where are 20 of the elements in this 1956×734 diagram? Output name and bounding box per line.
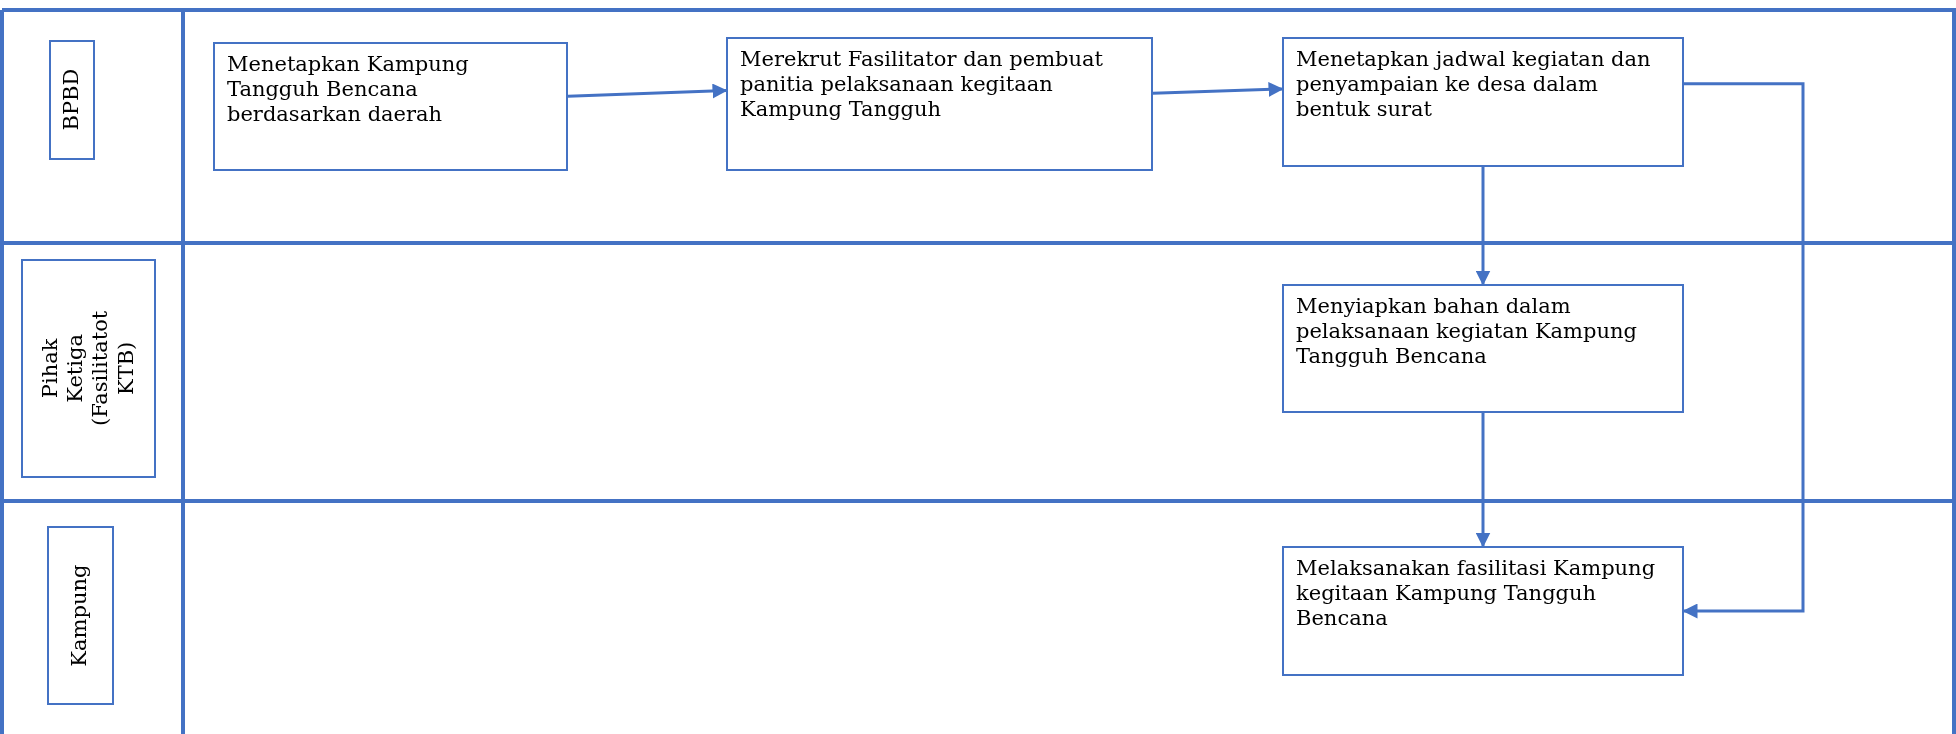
process-box xyxy=(1282,546,1684,676)
process-box xyxy=(1282,37,1684,167)
process-text: Melaksanakan fasilitasi Kampung kegitaan Kampung Tangguh Bencana xyxy=(1296,556,1657,632)
lane-label: BPBD xyxy=(59,69,85,131)
process-text: Merekrut Fasilitator dan pembuat panitia pelaksanaan kegitaan Kampung Tangguh xyxy=(740,47,1105,123)
process-box xyxy=(1282,284,1684,413)
process-box xyxy=(213,42,568,171)
lane-label-box xyxy=(49,40,95,160)
process-text: Menetapkan jadwal kegiatan dan penyampaian ke desa dalam bentuk surat xyxy=(1296,47,1652,123)
process-text: Menetapkan Kampung Tangguh Bencana berdasarkan daerah xyxy=(227,52,470,128)
arrow xyxy=(1152,81,1284,97)
arrow xyxy=(1475,413,1491,548)
lane-label-box xyxy=(21,259,156,478)
lane-label: Kampung xyxy=(67,564,93,667)
lane-label: Pihak Ketiga (Fasilitatot KTB) xyxy=(38,309,139,429)
arrow xyxy=(567,83,728,99)
arrow xyxy=(1475,167,1491,286)
process-text: Menyiapkan bahan dalam pelaksanaan kegiatan Kampung Tangguh Bencana xyxy=(1296,294,1638,370)
process-box xyxy=(726,37,1153,171)
lane-label-box xyxy=(47,526,114,705)
